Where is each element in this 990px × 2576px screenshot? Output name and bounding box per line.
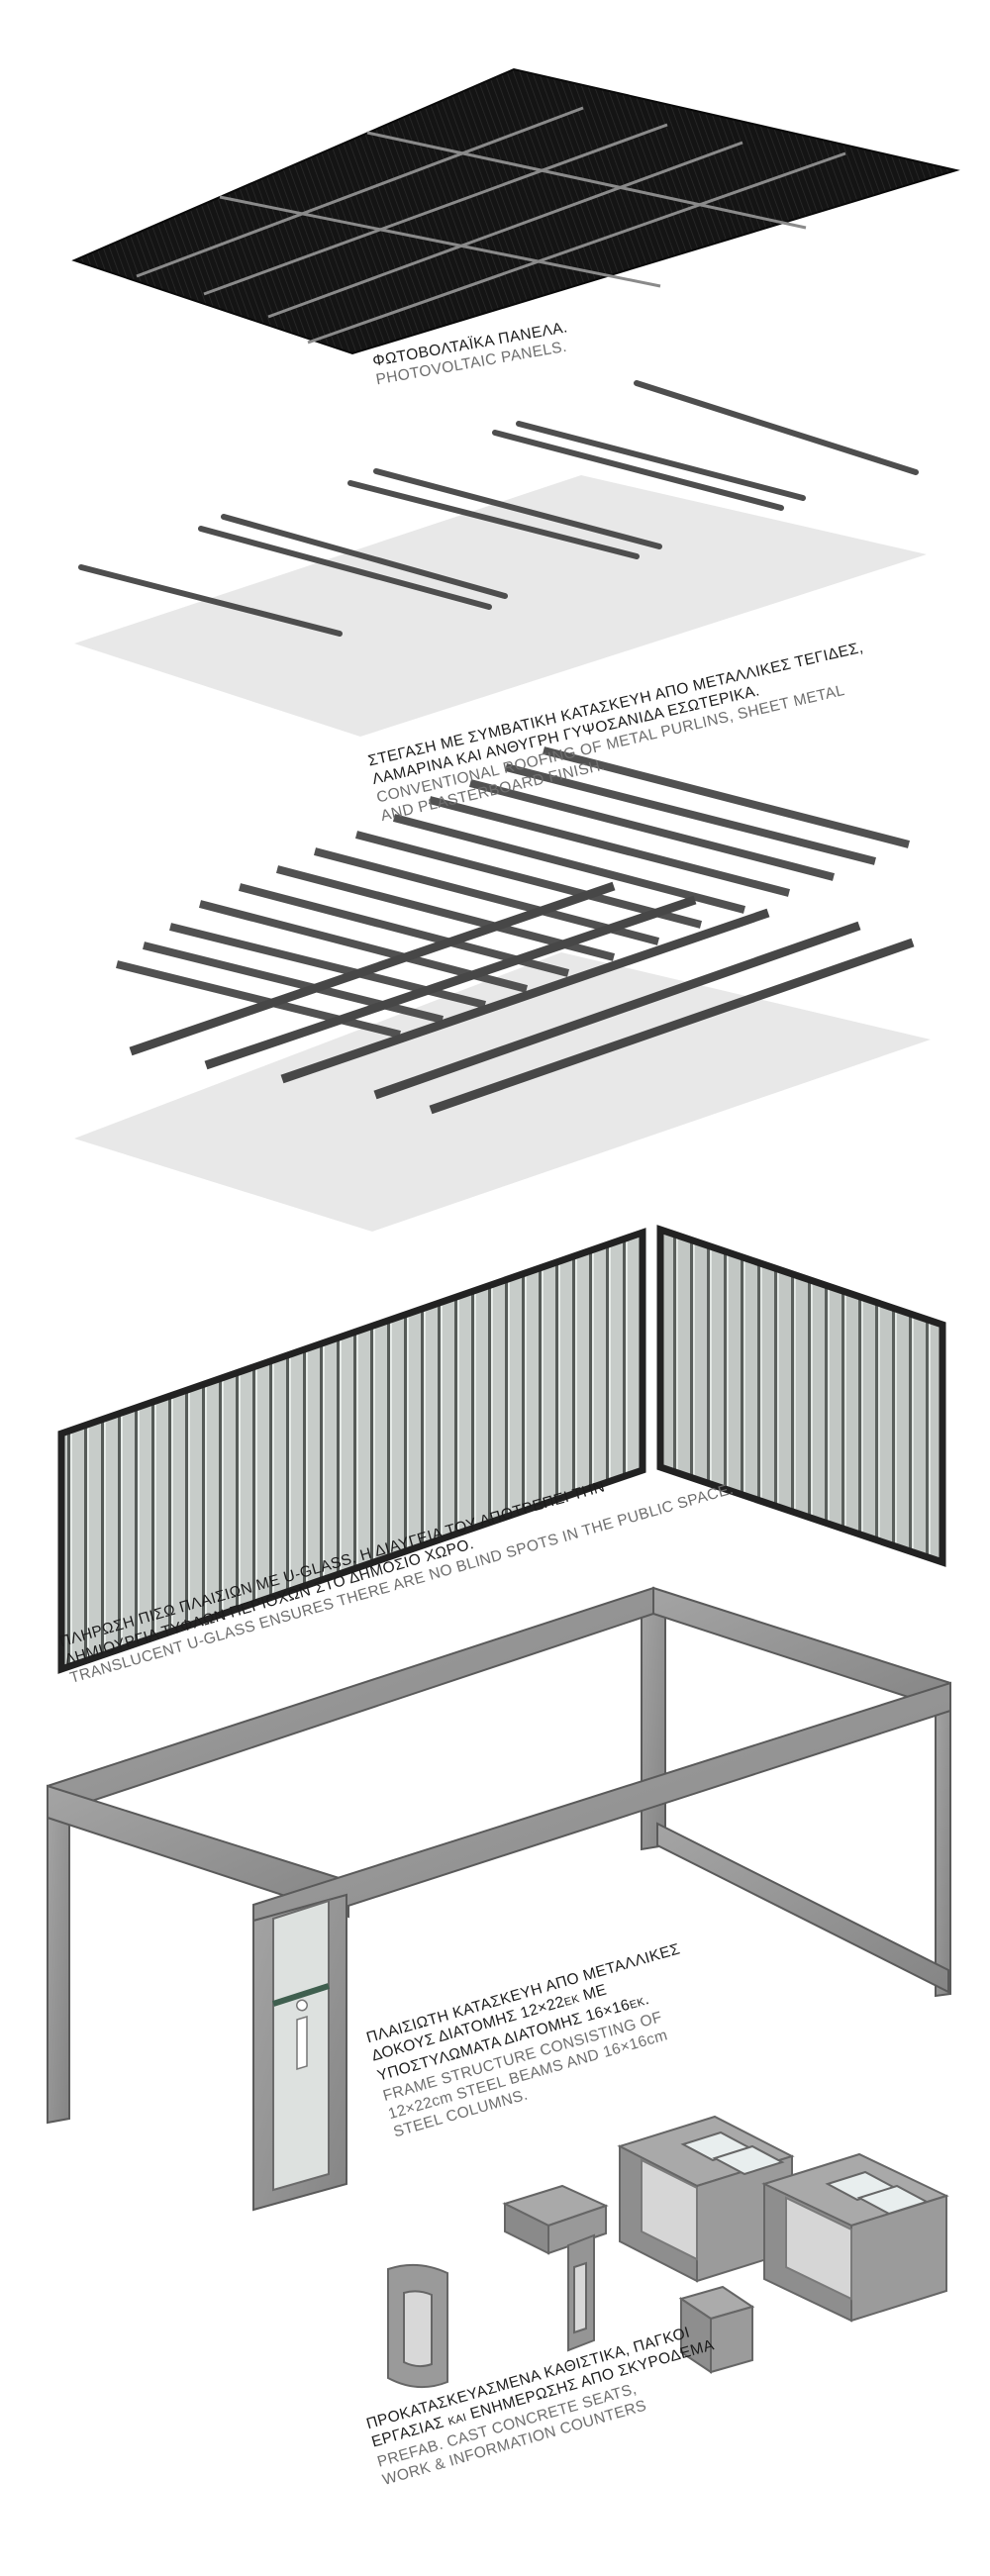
secondary-beams	[116, 746, 910, 1039]
frame-column-right	[935, 1693, 951, 1998]
u-glass-long-wall	[57, 1228, 646, 1674]
pv-panel-array	[71, 67, 960, 355]
concrete-seat-ring	[387, 2263, 448, 2389]
concrete-furniture-layer	[387, 2115, 949, 2389]
info-icon	[296, 1999, 308, 2071]
u-glass-layer	[57, 1225, 946, 1674]
concrete-seat-t	[502, 2184, 609, 2352]
frame-column-left	[47, 1798, 70, 2125]
pv-panel-grid-lines	[136, 106, 846, 345]
frame-beam-front	[252, 1681, 951, 1938]
frame-beam-lower-right	[656, 1822, 949, 1994]
counter-screen	[856, 2184, 930, 2216]
concrete-counter-2	[761, 2152, 949, 2323]
counter-screen	[712, 2144, 785, 2176]
u-glass-short-wall	[656, 1225, 946, 1567]
frame-beam-right	[652, 1586, 951, 1713]
beam-grid-layer	[74, 746, 931, 1232]
pv-panels-layer	[71, 67, 960, 355]
plasterboard-slab	[74, 475, 927, 737]
frame-door-strap	[272, 1983, 330, 2007]
ceiling-slab	[74, 952, 931, 1232]
roofing-layer	[74, 380, 927, 737]
concrete-seat-small	[678, 2285, 755, 2374]
metal-purlins	[78, 380, 919, 637]
frame-column-back	[641, 1590, 666, 1851]
frame-beam-left	[47, 1784, 349, 1919]
steel-frame-layer	[47, 1586, 951, 2212]
primary-beams	[129, 881, 915, 1115]
